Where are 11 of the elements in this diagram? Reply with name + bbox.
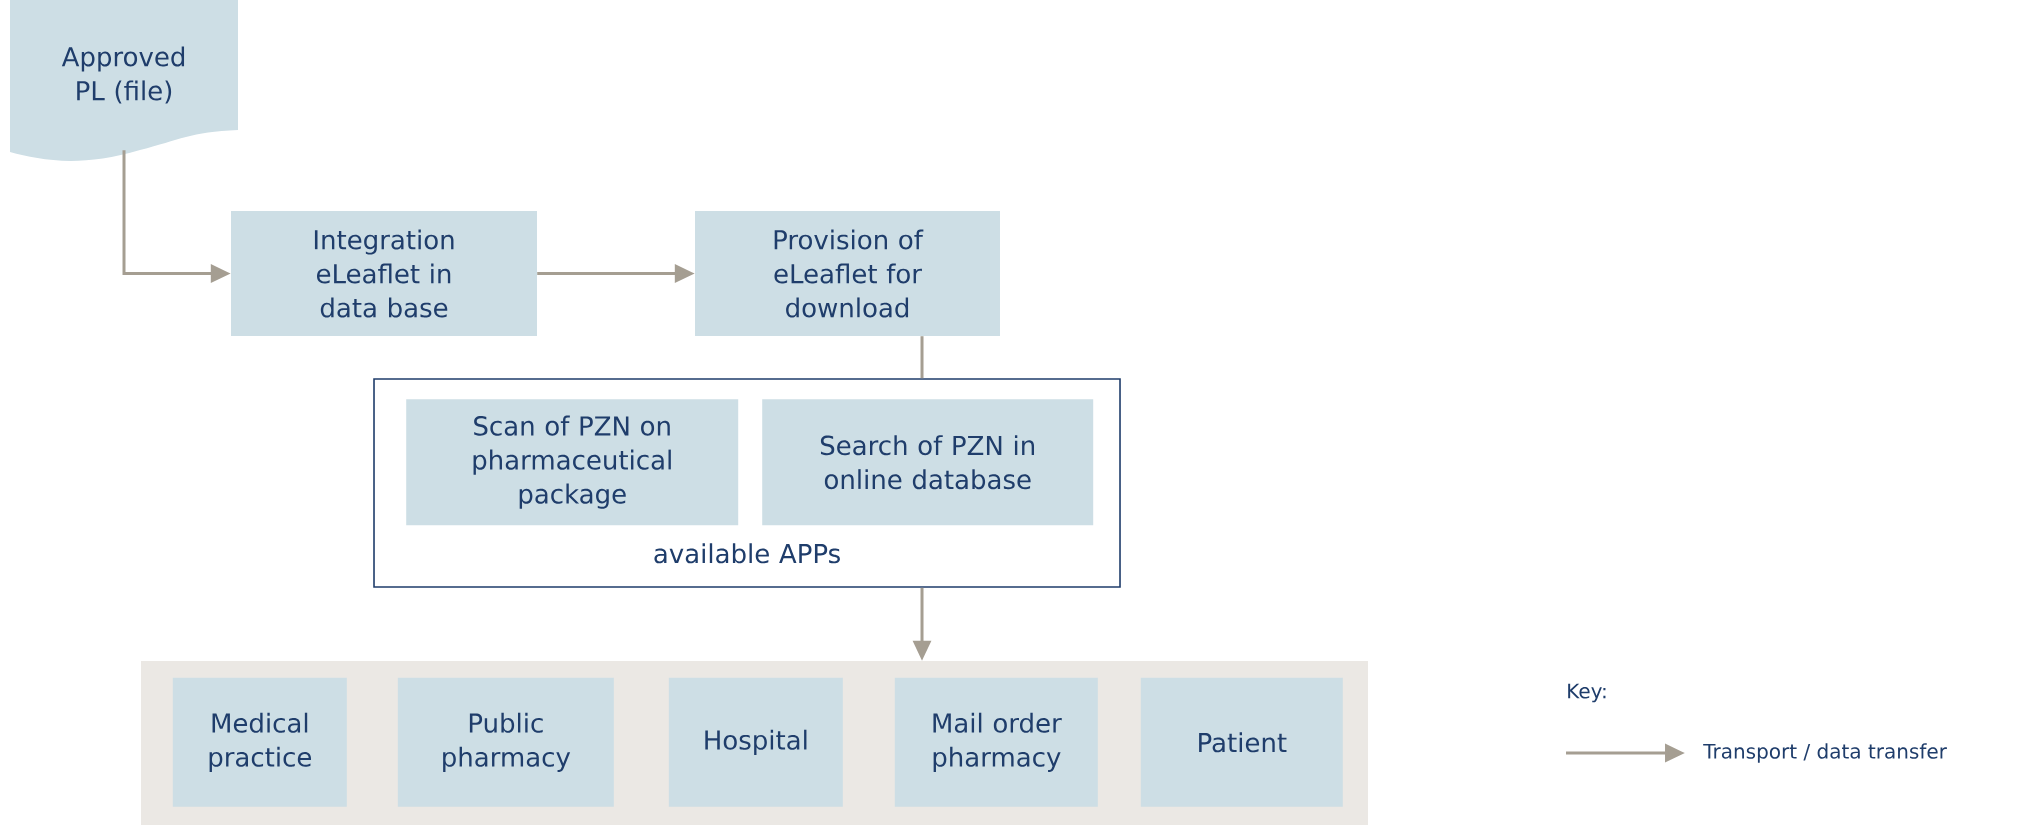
process-box: Scan of PZN on pharmaceutical package xyxy=(406,399,739,526)
process-box: Search of PZN in online database xyxy=(762,399,1094,526)
key-heading: Key: xyxy=(1568,683,1606,703)
process-box: Hospital xyxy=(668,677,843,807)
process-box: Mail order pharmacy xyxy=(894,677,1098,807)
process-box: Patient xyxy=(1140,677,1343,807)
process-box: Provision of eLeaflet for download xyxy=(695,211,1000,336)
process-box: Integration eLeaflet in data base xyxy=(231,211,537,336)
legend-text: Transport / data transfer xyxy=(1703,743,1947,763)
process-box: Public pharmacy xyxy=(397,677,614,807)
process-box: Medical practice xyxy=(172,677,347,807)
